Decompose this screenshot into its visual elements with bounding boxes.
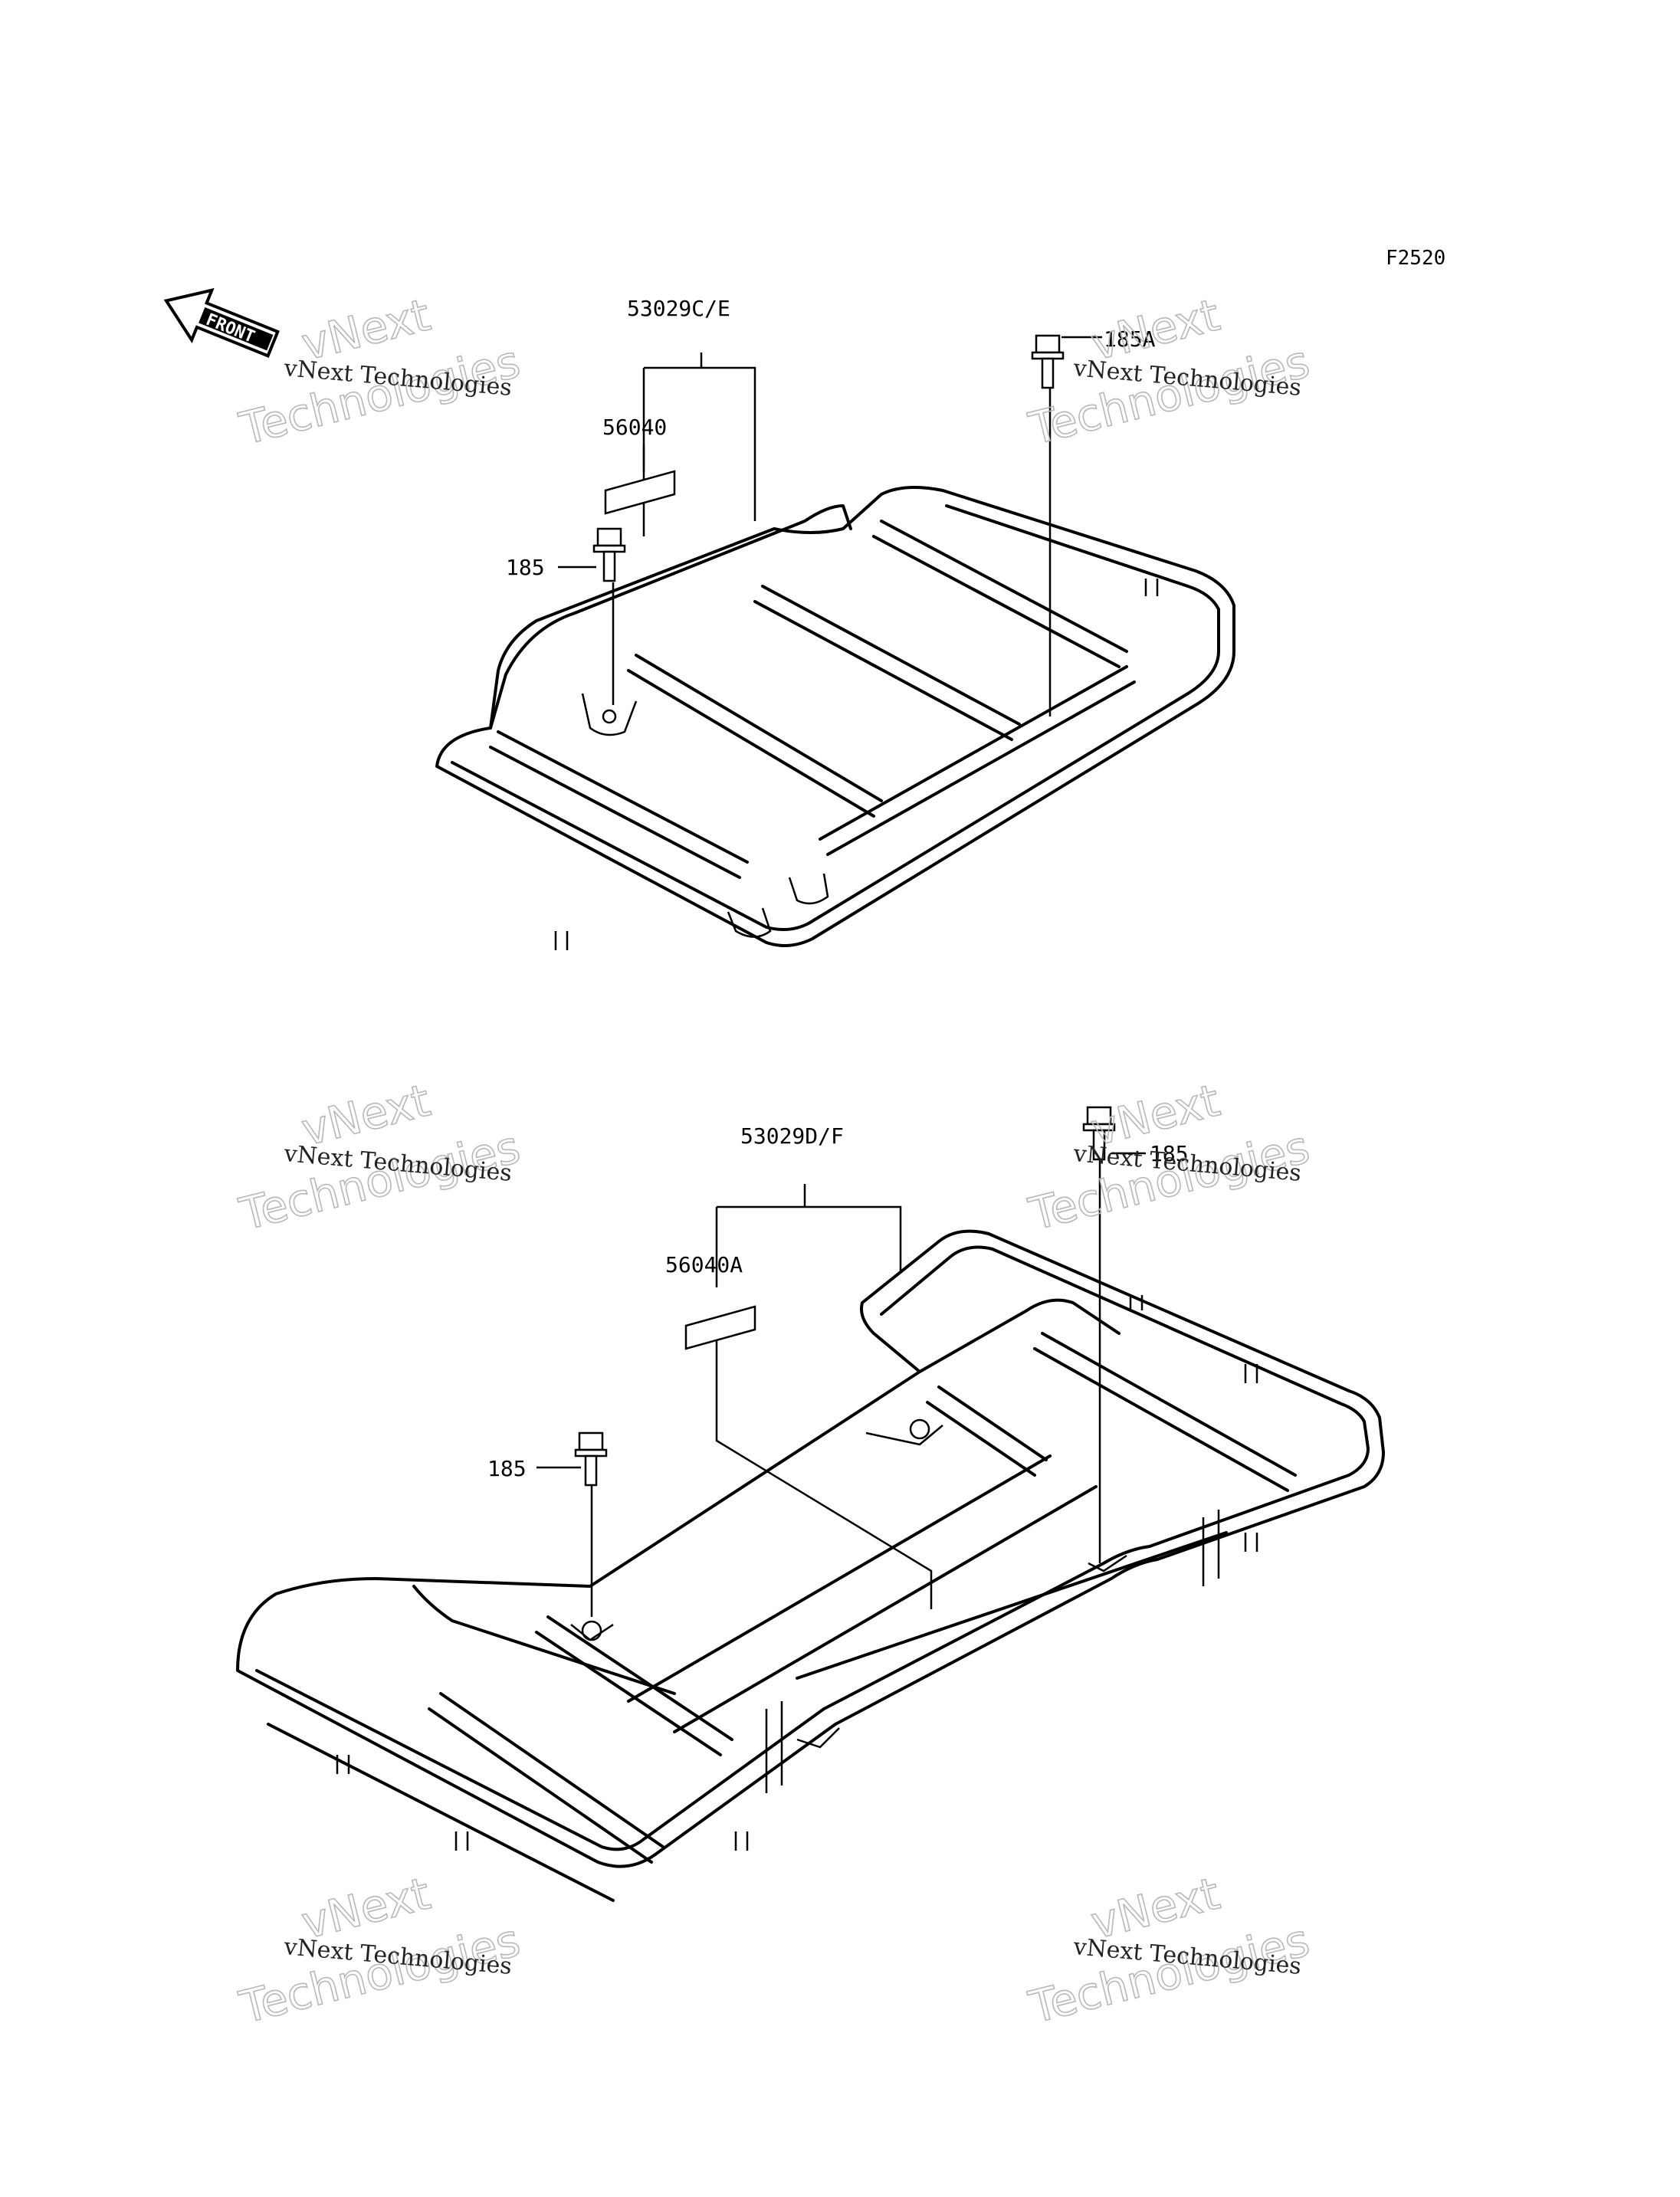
lower-label-sticker <box>684 1305 756 1350</box>
lower-bolt-left-part-number: 185 <box>487 1456 527 1481</box>
lower-cross-bar <box>926 1401 1036 1477</box>
upper-label-part-number: 56040 <box>602 415 667 440</box>
upper-bolt-right-part-number: 185A <box>1104 326 1156 352</box>
figure-code: F2520 <box>1386 247 1445 270</box>
watermark: vNext Technologies vNext Technologies <box>1023 1074 1315 1241</box>
upper-bolt-left-icon <box>592 527 626 582</box>
upper-carrier-assembly: 53029C/E 56040 185 185A <box>435 296 1235 950</box>
watermark: vNext Technologies vNext Technologies <box>234 288 526 456</box>
lower-carrier-frame <box>236 1229 1385 1868</box>
upper-cross-bar <box>753 600 1013 741</box>
lower-carrier-part-number: 53029D/F <box>740 1123 844 1149</box>
upper-carrier-part-number: 53029C/E <box>627 296 730 321</box>
watermark: vNext Technologies vNext Technologies <box>234 1867 526 2035</box>
lower-bolt-left-icon <box>574 1431 608 1487</box>
watermark: vNext Technologies vNext Technologies <box>234 1074 526 1241</box>
upper-cross-bar <box>627 669 875 818</box>
lower-bolt-right-part-number: 185 <box>1150 1141 1189 1166</box>
upper-label-sticker <box>604 470 676 515</box>
lower-label-part-number: 56040A <box>665 1252 743 1277</box>
lower-cross-bar <box>1033 1347 1289 1492</box>
upper-bolt-right-icon <box>1031 334 1065 389</box>
lower-bolt-right-icon <box>1082 1106 1116 1161</box>
watermark: vNext Technologies vNext Technologies <box>1023 288 1315 456</box>
upper-cross-bar <box>489 746 741 879</box>
upper-carrier-frame <box>435 486 1235 947</box>
lower-cross-bar <box>535 1631 722 1756</box>
lower-cross-bar <box>428 1707 653 1864</box>
front-arrow-icon: FRONT <box>163 287 280 359</box>
upper-cross-bar <box>872 535 1121 668</box>
lower-carrier-assembly: 53029D/F 56040A 185 185 <box>236 1106 1385 1902</box>
watermark: vNext Technologies vNext Technologies <box>1023 1867 1315 2035</box>
upper-bolt-left-part-number: 185 <box>506 555 545 580</box>
